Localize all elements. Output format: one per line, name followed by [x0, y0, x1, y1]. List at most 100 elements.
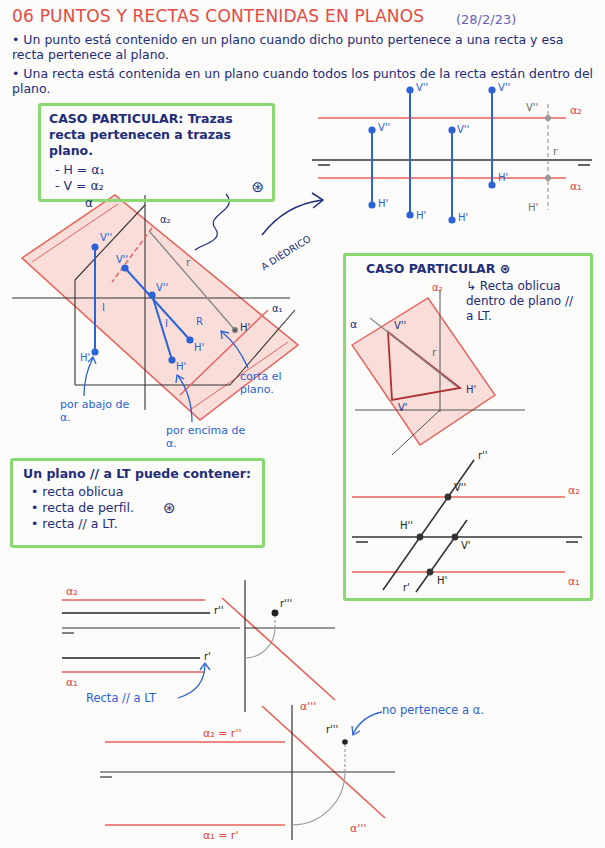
line-r	[370, 318, 456, 386]
star-mark: ⊛	[163, 499, 176, 517]
line-segment	[94, 247, 96, 352]
point-label: V''	[498, 82, 510, 94]
ground-line	[62, 632, 74, 633]
leader-line	[195, 194, 229, 250]
line-segment	[187, 337, 192, 342]
line-segment	[371, 130, 373, 205]
line-segment	[125, 268, 190, 340]
note-text: • Un punto está contenido en un plano cu…	[12, 32, 597, 63]
line-parallel	[272, 610, 278, 616]
line-segment	[449, 217, 454, 222]
point	[342, 739, 348, 745]
star-mark: ⊛	[251, 178, 264, 196]
plane-trace	[262, 706, 385, 818]
oblique-line	[383, 460, 474, 592]
point-label: α'''	[300, 700, 316, 713]
line-segment	[449, 127, 454, 132]
line-segment	[149, 292, 154, 297]
point-label: V''	[116, 254, 128, 266]
line-segment	[122, 265, 127, 270]
plane-trace	[62, 599, 205, 601]
construction-arc	[292, 772, 345, 825]
box-heading: Un plano // a LT puede contener:	[23, 466, 252, 481]
point-label: H'	[194, 342, 204, 354]
point-label: H'	[176, 361, 186, 373]
projection-planes	[75, 205, 145, 280]
point-label: α₂	[568, 484, 580, 497]
point-label: α	[85, 196, 93, 210]
plane-trace	[112, 228, 152, 282]
ground-line	[318, 164, 590, 165]
projection-planes	[144, 195, 145, 410]
list-item: • recta de perfil.	[31, 500, 252, 515]
note-box: CASO PARTICULAR: Trazas recta pertenecen…	[38, 103, 275, 202]
leader-arrow	[178, 663, 210, 698]
line-r	[233, 328, 238, 333]
leader-arrow	[222, 332, 248, 368]
plane-trace	[352, 496, 565, 498]
point-label: α₁	[570, 180, 582, 193]
list-item: • recta oblicua	[31, 484, 252, 499]
line-segment	[169, 357, 174, 362]
projection-planes	[392, 410, 440, 455]
point-label: r''	[478, 450, 488, 462]
point-label: α₂	[570, 104, 582, 117]
point-label: α₁	[568, 575, 580, 588]
point-label: α₂	[160, 214, 171, 226]
point-label: H'	[416, 210, 426, 222]
plane-trace	[318, 177, 566, 179]
ground-line	[62, 627, 240, 628]
point-label: V''	[394, 320, 406, 332]
leader-arrow	[84, 358, 93, 396]
point-label: r'	[204, 651, 211, 663]
plane-trace	[62, 598, 335, 700]
plane-trace	[222, 598, 335, 700]
leader-arrow	[221, 331, 229, 339]
point-label: H'	[528, 202, 538, 214]
line-segment	[92, 244, 192, 362]
list-item: • recta // a LT.	[31, 516, 252, 531]
ground-line	[62, 580, 335, 712]
line-segment	[407, 87, 412, 92]
leader-arrow	[352, 712, 382, 735]
leader-arrow	[176, 375, 184, 383]
point-label: H''	[400, 520, 413, 532]
ground-line	[245, 627, 335, 628]
plane-trace	[62, 671, 205, 673]
point-label: H'	[498, 172, 508, 184]
box-item: - V = α₂	[55, 178, 264, 193]
point-label: H'	[240, 322, 250, 334]
box-item: - H = α₁	[55, 162, 264, 177]
box-note: ↳ Recta oblicua dentro de plano // a LT.	[466, 279, 582, 324]
point-label: V''	[378, 122, 390, 134]
projection-line	[546, 116, 551, 121]
point-label: V''	[526, 102, 538, 114]
line-segment	[369, 87, 494, 222]
point-label: α₂ = r''	[203, 727, 241, 740]
oblique-line	[383, 460, 474, 590]
projection-line	[546, 176, 551, 181]
direction-arrow	[262, 200, 322, 235]
point-label: α₂	[432, 282, 443, 294]
point-label: r'	[403, 582, 410, 594]
plane-trace	[318, 117, 566, 119]
point-label: H'	[378, 198, 388, 210]
oblique-line	[427, 569, 432, 574]
point-label: V''	[454, 482, 466, 494]
ground-line	[244, 580, 245, 712]
point-label: r	[553, 145, 558, 158]
page-title: 06 PUNTOS Y RECTAS CONTENIDAS EN PLANOS	[12, 6, 424, 26]
point-label: r''	[214, 605, 224, 617]
line-segment	[152, 295, 172, 360]
projection-line	[546, 104, 551, 210]
construction-arc	[344, 745, 345, 772]
point-label: V''	[100, 232, 112, 244]
point-label: Recta // a LT	[86, 692, 156, 706]
construction-arc	[245, 628, 275, 658]
direction-arrow	[312, 193, 323, 208]
ground-line	[100, 771, 395, 772]
point-label: I	[102, 302, 105, 314]
oblique-line	[417, 534, 422, 539]
point-label: r'''	[326, 724, 338, 736]
oblique-line	[445, 494, 450, 499]
